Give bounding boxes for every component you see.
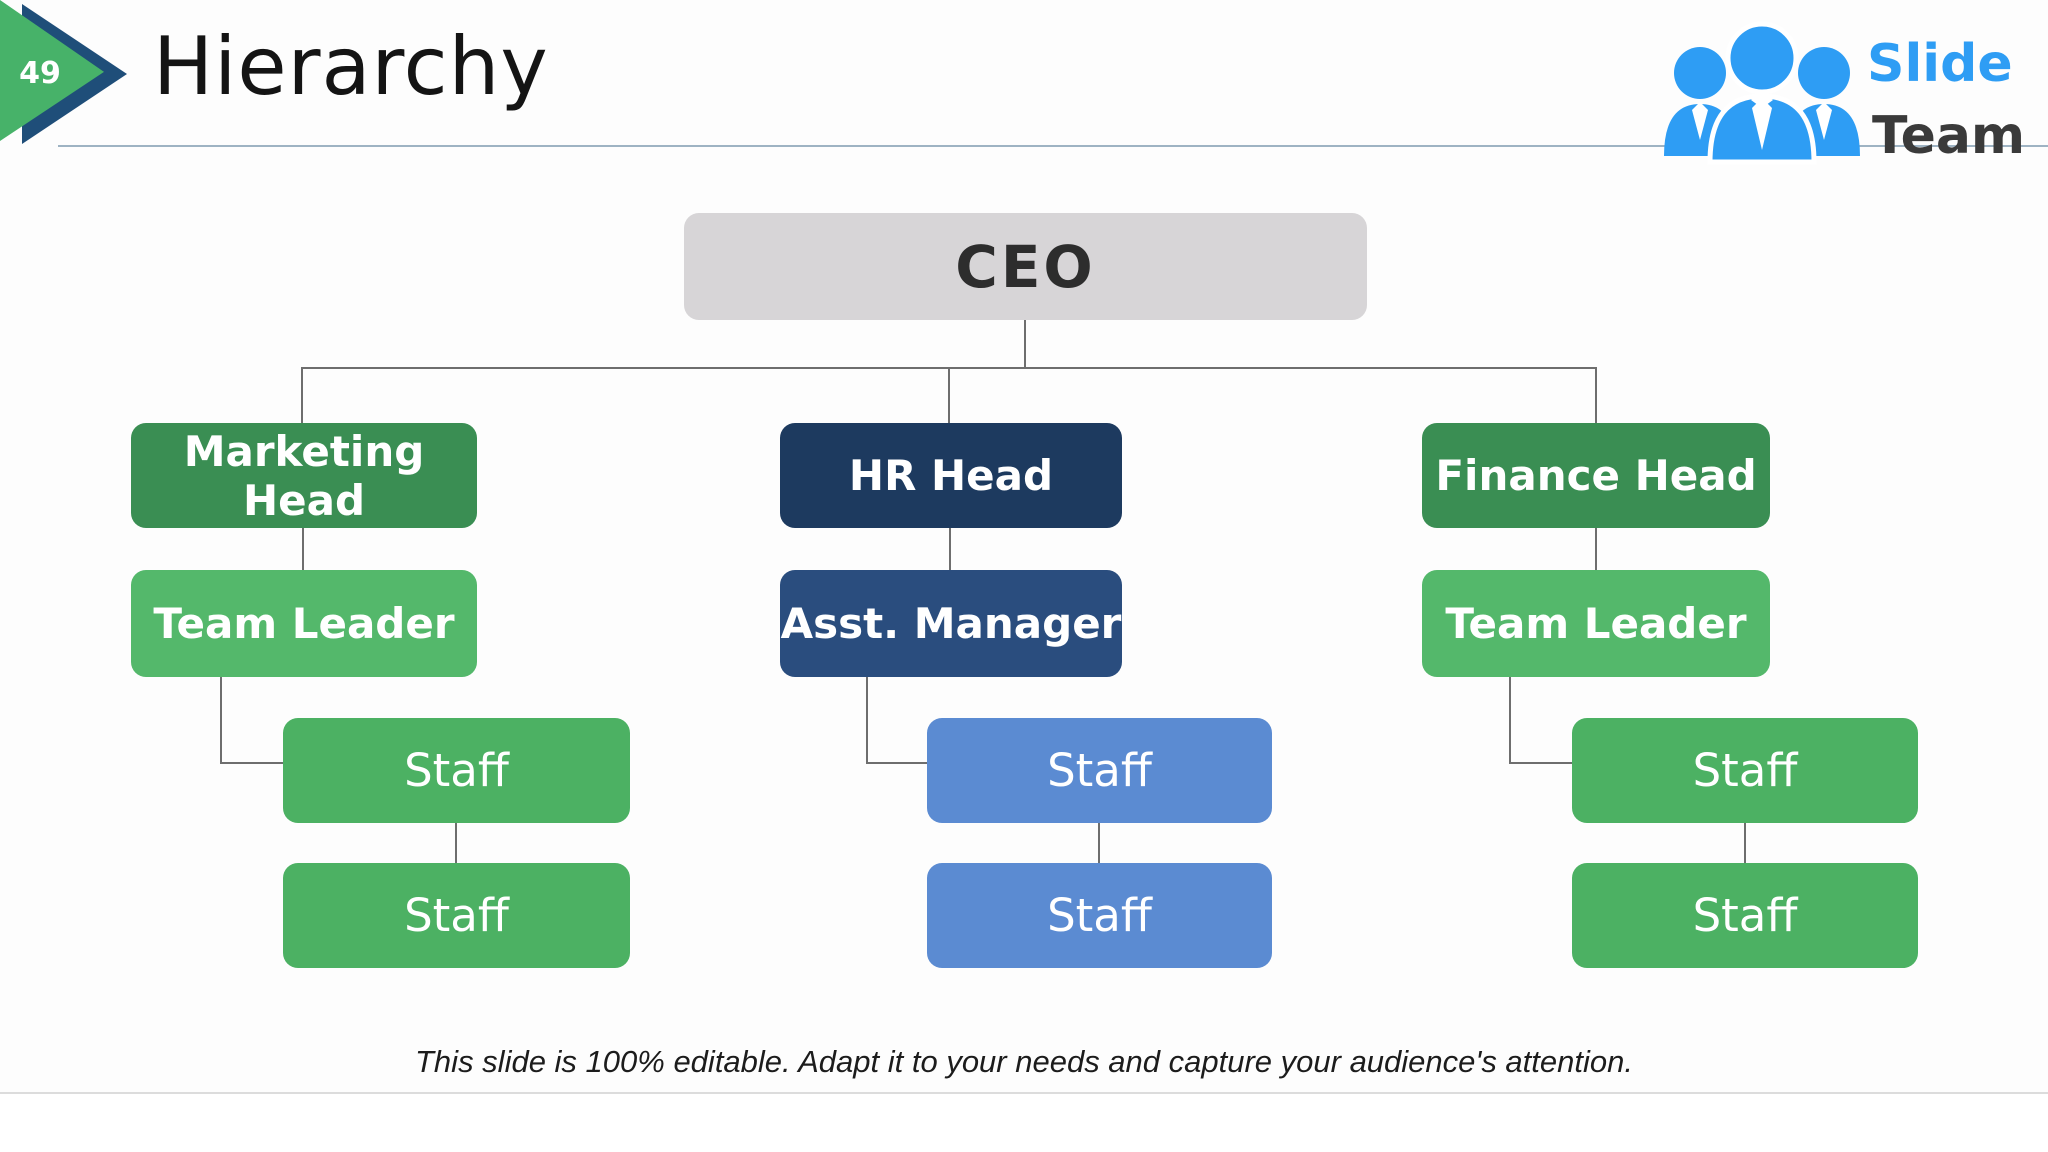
org-node-label: Team Leader	[153, 599, 455, 648]
org-node-label: Staff	[1692, 889, 1798, 942]
org-node-marketing-staff-2: Staff	[283, 863, 630, 968]
org-node-hr-staff-2: Staff	[927, 863, 1272, 968]
org-node-hr-staff-1: Staff	[927, 718, 1272, 823]
org-node-finance-head: Finance Head	[1422, 423, 1770, 528]
elbow-mid-vertical	[866, 677, 868, 764]
footer-area	[0, 1094, 2048, 1152]
people-icon	[1664, 21, 1860, 165]
org-node-marketing-head: Marketing Head	[131, 423, 477, 528]
org-node-label: Staff	[1047, 744, 1152, 797]
footer-divider	[0, 1092, 2048, 1094]
editable-note: This slide is 100% editable. Adapt it to…	[415, 1044, 1633, 1079]
org-node-label: Staff	[1047, 889, 1152, 942]
org-node-ceo: CEO	[684, 213, 1367, 320]
connector-head-manager-left	[302, 528, 304, 571]
org-node-finance-team-leader: Team Leader	[1422, 570, 1770, 677]
org-node-label: HR Head	[848, 451, 1054, 500]
page-number: 49	[19, 56, 61, 91]
org-node-marketing-team-leader: Team Leader	[131, 570, 477, 677]
connector-drop-mid	[948, 367, 950, 424]
org-node-finance-staff-1: Staff	[1572, 718, 1918, 823]
org-node-marketing-staff-1: Staff	[283, 718, 630, 823]
page-title: Hierarchy	[153, 20, 549, 113]
logo-text-slide: Slide	[1867, 34, 2013, 94]
slideteam-logo: Slide Team	[1662, 18, 2048, 168]
org-node-asst-manager: Asst. Manager	[780, 570, 1122, 677]
connector-staff-left	[455, 823, 457, 863]
connector-drop-right	[1595, 367, 1597, 424]
org-node-finance-staff-2: Staff	[1572, 863, 1918, 968]
connector-head-manager-mid	[949, 528, 951, 571]
org-node-label: Staff	[404, 889, 509, 942]
org-node-label: Team Leader	[1445, 599, 1747, 648]
connector-staff-mid	[1098, 823, 1100, 863]
elbow-mid-horizontal	[866, 762, 927, 764]
logo-text-team: Team	[1872, 106, 2026, 166]
org-node-label: Staff	[1692, 744, 1798, 797]
connector-staff-right	[1744, 823, 1746, 863]
elbow-left-vertical	[220, 677, 222, 764]
org-node-label: Asst. Manager	[780, 599, 1122, 648]
connector-ceo-drop	[1024, 320, 1026, 368]
elbow-right-horizontal	[1509, 762, 1572, 764]
elbow-left-horizontal	[220, 762, 283, 764]
org-node-label: Staff	[404, 744, 509, 797]
org-node-hr-head: HR Head	[780, 423, 1122, 528]
page-number-badge: 49	[0, 0, 140, 150]
header-divider	[58, 145, 2048, 147]
connector-head-manager-right	[1595, 528, 1597, 571]
org-node-label: Finance Head	[1435, 451, 1757, 500]
org-node-label: Marketing Head	[183, 426, 425, 525]
elbow-right-vertical	[1509, 677, 1511, 764]
connector-drop-left	[301, 367, 303, 424]
org-node-ceo-label: CEO	[955, 232, 1096, 301]
